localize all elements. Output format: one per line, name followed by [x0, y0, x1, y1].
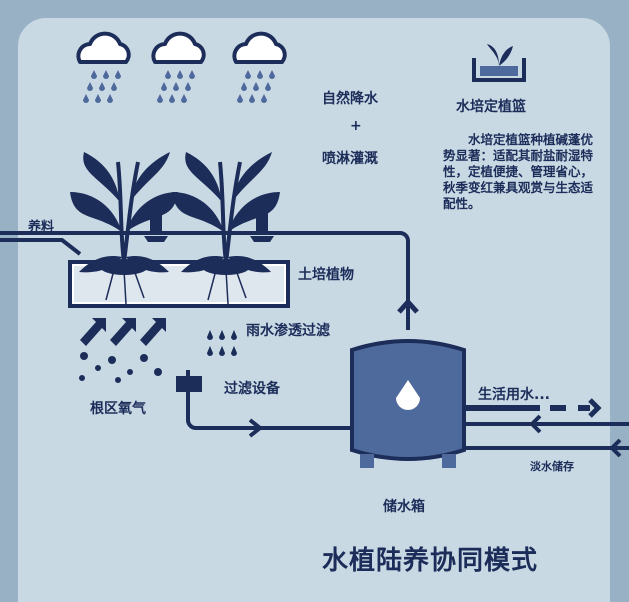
tank-label: 储水箱: [383, 499, 425, 515]
filter-device-icon: [176, 376, 202, 392]
fresh-storage-label: 淡水储存: [530, 460, 574, 473]
basket-description: 水培定植篮种植碱蓬优势显著：适配其耐盐耐湿特性，定植便捷、管理省心，秋季变红兼具…: [443, 132, 594, 211]
oxygen-bubbles: [79, 352, 162, 383]
filter-drops: [207, 330, 237, 356]
cloud-icon: [76, 31, 131, 103]
diagram-card: [18, 18, 610, 602]
root-oxygen-label: 根区氧气: [90, 401, 146, 417]
basket-title: 水培定植篮: [456, 99, 526, 115]
domestic-water-label: 生活用水...: [478, 387, 550, 403]
arrow-up-icons: [80, 318, 166, 346]
water-tank-icon: [350, 339, 466, 468]
sprinkler-label: 喷淋灌溉: [322, 151, 378, 167]
natural-rain-label: 自然降水: [322, 91, 378, 107]
sprinkler-icon: [144, 206, 274, 242]
plus-label: +: [350, 118, 362, 134]
rain-filter-label: 雨水渗透过滤: [246, 323, 330, 339]
nutrient-label: 养料: [28, 220, 55, 235]
diagram-title: 水植陆养协同模式: [322, 546, 539, 576]
filter-device-label: 过滤设备: [224, 381, 280, 397]
soil-plant-label: 土培植物: [298, 267, 354, 283]
cloud-icon: [151, 31, 206, 103]
basket-icon: [472, 44, 526, 82]
cloud-icon: [232, 31, 287, 103]
